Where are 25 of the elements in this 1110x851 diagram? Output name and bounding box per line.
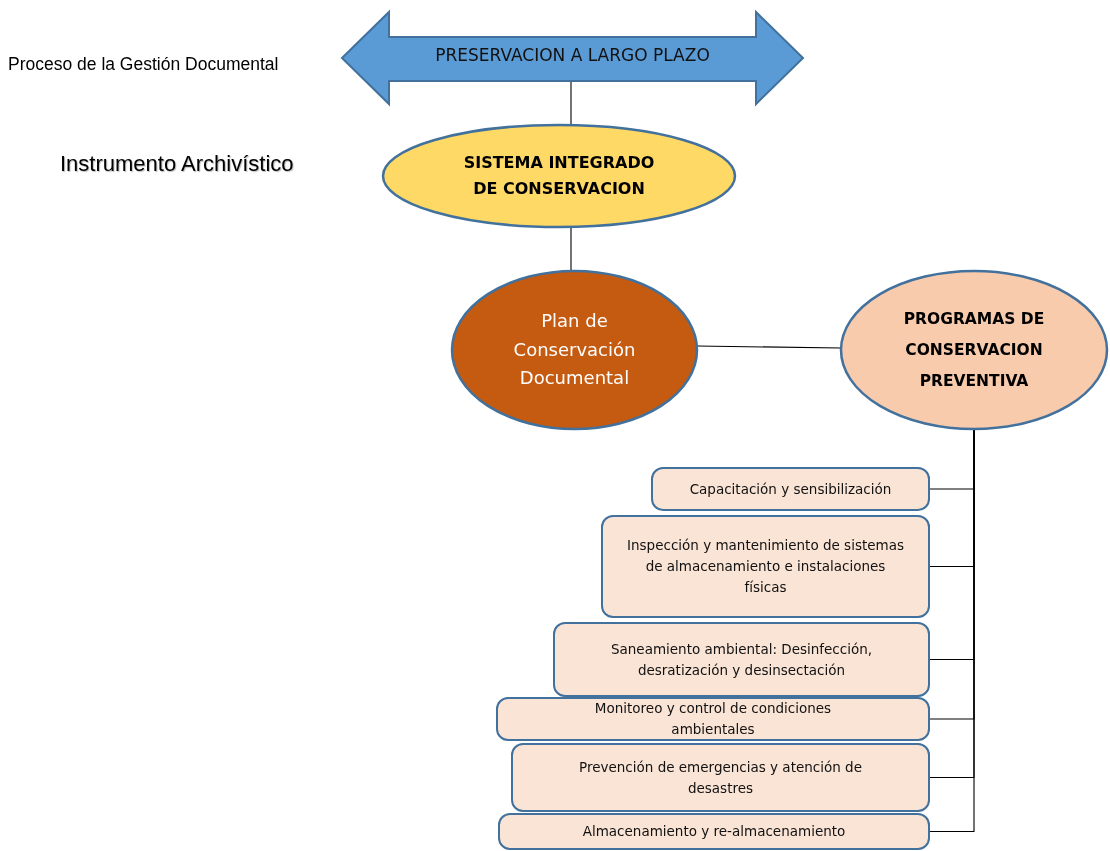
process-box [498, 813, 930, 850]
node-label: Capacitación y sensibilización [689, 479, 892, 499]
oval-shape [840, 270, 1108, 430]
process-box [601, 515, 930, 618]
node-label: Prevención de emergencias y atención de desastres [578, 757, 863, 798]
side-label: Instrumento Archivístico [60, 151, 294, 177]
oval-shape [451, 270, 698, 430]
node-label: Almacenamiento y re-almacenamiento [582, 822, 846, 842]
connector-line [570, 227, 572, 271]
process-box [651, 467, 930, 511]
side-label: Proceso de la Gestión Documental [8, 54, 279, 75]
process-box [496, 697, 930, 741]
node-label: PROGRAMAS DE CONSERVACION PREVENTIVA [902, 308, 1046, 392]
node-label: Plan de Conservación Documental [512, 308, 637, 391]
connector-line [696, 345, 842, 349]
double-arrow-shape [342, 12, 803, 104]
node-label: Monitoreo y control de condiciones ambientales [593, 699, 833, 739]
connector-line [570, 80, 572, 125]
node-label: Inspección y mantenimiento de sistemas de almacenamiento e instalaciones físicas [626, 536, 905, 597]
oval-shape [382, 124, 736, 228]
node-label: SISTEMA INTEGRADO DE CONSERVACION [462, 152, 656, 200]
node-label: Saneamiento ambiental: Desinfección, desratización y desinsectación [609, 639, 874, 680]
node-label: PRESERVACION A LARGO PLAZO [435, 44, 710, 68]
process-box [553, 622, 930, 697]
process-box [511, 743, 930, 812]
